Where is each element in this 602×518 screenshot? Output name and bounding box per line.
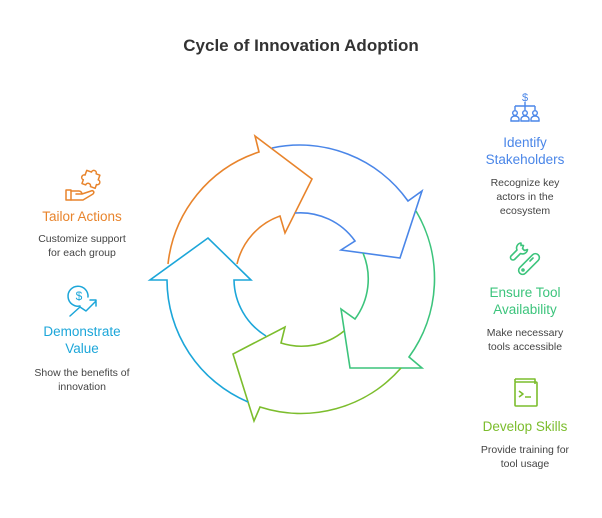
- svg-text:$: $: [76, 289, 83, 303]
- step-description: Make necessary: [486, 327, 564, 339]
- terminal-book-icon: [514, 378, 538, 407]
- cycle-arrow-tailor: [167, 133, 314, 265]
- svg-text:$: $: [522, 92, 528, 104]
- step-ensure-tool-availability: Ensure Tool Availability Make necessary …: [455, 240, 595, 354]
- cycle-arrow-demonstrate: [147, 236, 267, 403]
- step-description: for each group: [48, 247, 116, 259]
- step-description: innovation: [58, 381, 106, 393]
- dollar-growth-icon: $: [67, 285, 97, 317]
- step-title: Demonstrate: [43, 324, 121, 339]
- tools-icon: [509, 242, 541, 276]
- step-title: Stakeholders: [485, 152, 565, 167]
- step-title: Tailor Actions: [42, 209, 122, 224]
- hand-puzzle-icon: [65, 169, 101, 201]
- diagram-title: Cycle of Innovation Adoption: [183, 36, 419, 55]
- step-description: Show the benefits of: [34, 367, 130, 379]
- cycle-arrow-ensure: [339, 210, 436, 369]
- step-title: Identify: [503, 135, 547, 150]
- step-description: actors in the: [496, 191, 554, 203]
- step-title: Ensure Tool: [489, 285, 561, 300]
- step-develop-skills: Develop Skills Provide training for tool…: [445, 374, 602, 471]
- step-description: Provide training for: [480, 444, 570, 456]
- cycle-arrow-develop: [232, 325, 402, 424]
- cycle-arrow-identify: [271, 144, 424, 259]
- step-demonstrate-value: $ Demonstrate Value Show the benefits of…: [12, 283, 152, 394]
- step-description: tool usage: [500, 458, 550, 470]
- org-chart-dollar-icon: $: [510, 92, 540, 122]
- step-title: Value: [65, 341, 99, 356]
- step-identify-stakeholders: $ Identify Stakeholders Recognize key ac…: [455, 90, 595, 218]
- step-tailor-actions: Tailor Actions Customize support for eac…: [12, 168, 152, 260]
- step-description: ecosystem: [499, 205, 551, 217]
- step-description: tools accessible: [487, 341, 563, 353]
- step-title: Develop Skills: [482, 419, 568, 434]
- step-title: Availability: [493, 302, 557, 317]
- step-description: Recognize key: [490, 177, 560, 189]
- step-description: Customize support: [38, 233, 126, 245]
